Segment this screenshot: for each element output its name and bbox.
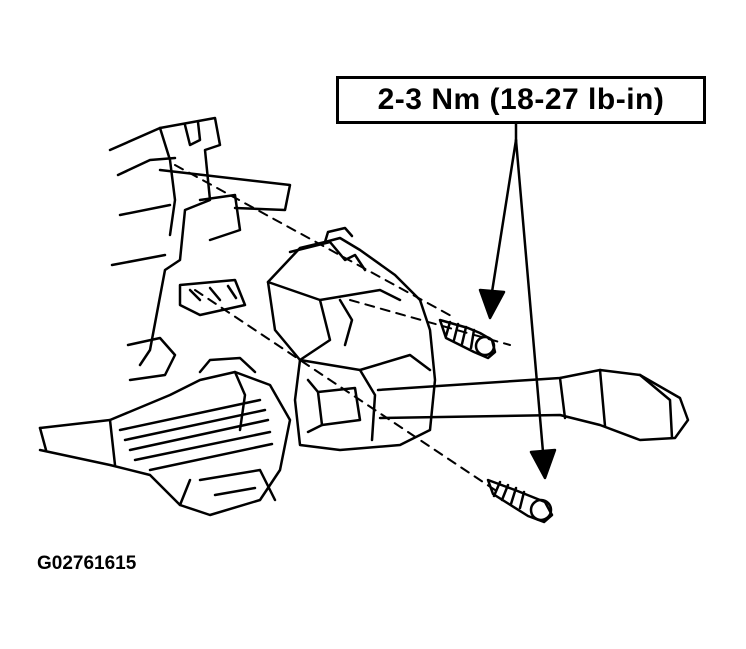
multifunction-switch: [266, 226, 437, 452]
torque-callout-box: 2-3 Nm (18-27 lb-in): [336, 76, 706, 124]
screw-icon: [438, 318, 497, 360]
screw-icon: [486, 478, 554, 524]
figure-id-label: G02761615: [37, 553, 137, 574]
steering-column-bracket: [108, 116, 292, 382]
control-stalk: [376, 368, 690, 442]
arrow-icon: [478, 288, 506, 320]
wiring-harness: [38, 356, 292, 517]
arrow-icon: [490, 138, 545, 454]
torque-spec-label: 2-3 Nm (18-27 lb-in): [377, 83, 665, 116]
arrow-icon: [529, 448, 557, 480]
